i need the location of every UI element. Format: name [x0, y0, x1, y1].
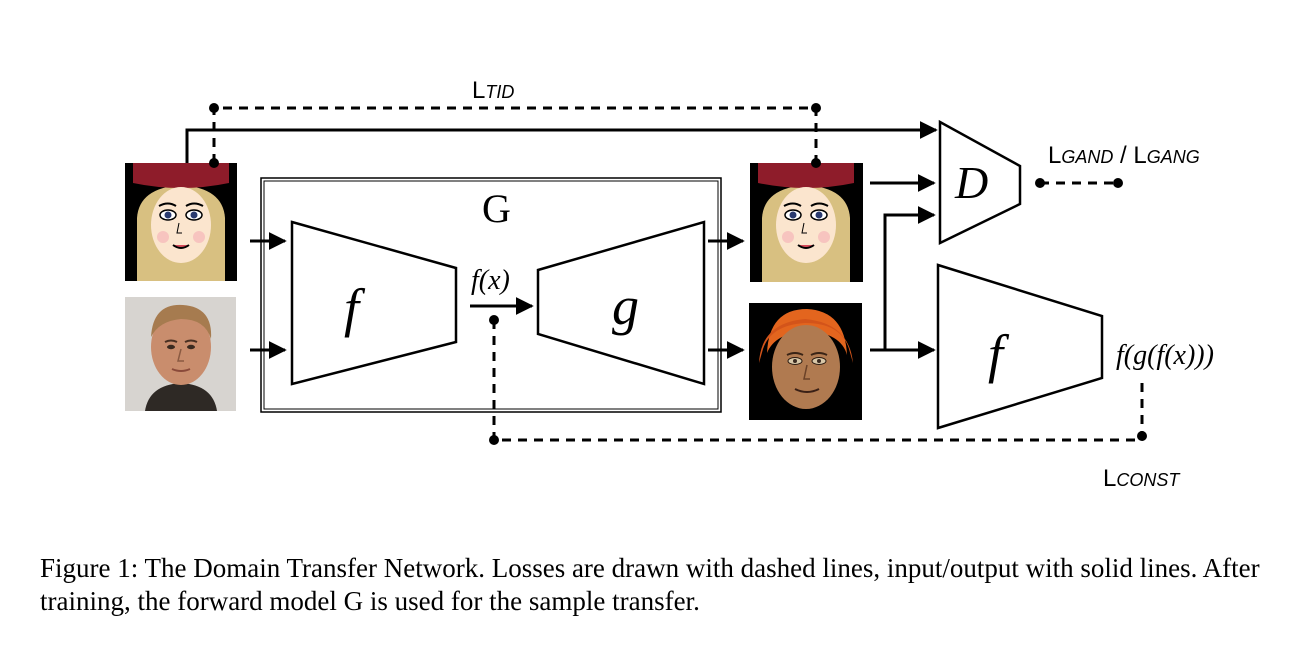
dot-tid-output — [811, 158, 821, 168]
dot-tid-right — [811, 103, 821, 113]
fgfx-label: f(g(f(x))) — [1116, 340, 1214, 371]
output-emoji-man-image — [749, 303, 862, 420]
encoder-f2-block — [936, 263, 1104, 430]
fx-label: f(x) — [471, 265, 510, 296]
dot-gan-left — [1035, 178, 1045, 188]
figure-caption: Figure 1: The Domain Transfer Network. L… — [40, 553, 1260, 616]
domain-transfer-network-diagram: LTID LGAND / LGANG LCONST G f g D f f(x)… — [125, 77, 1214, 492]
solid-line-input-to-discriminator — [185, 121, 938, 163]
generator-box-inner — [263, 180, 719, 410]
generator-box-outer — [260, 177, 722, 413]
dashed-line-tid-loss — [212, 106, 818, 163]
discriminator-d-block — [938, 119, 1022, 245]
decoder-label: g — [612, 276, 639, 336]
loss-gan-label: LGAND / LGANG — [1048, 142, 1200, 169]
loss-const-label: LCONST — [1103, 465, 1181, 492]
generator-label: G — [482, 186, 511, 231]
output-emoji-woman-image — [750, 163, 863, 282]
decoder-g-block — [536, 220, 706, 386]
dot-fx — [489, 315, 499, 325]
dot-const-bottom-left — [489, 435, 499, 445]
dot-const-bottom-right — [1137, 431, 1147, 441]
input-emoji-woman-image — [125, 163, 237, 281]
dot-gan-right — [1113, 178, 1123, 188]
dot-tid-left — [209, 103, 219, 113]
input-photo-man-image — [125, 297, 236, 411]
loss-tid-label: LTID — [472, 77, 514, 104]
discriminator-label: D — [954, 157, 988, 208]
arrow-transfer-to-discriminator — [870, 206, 936, 352]
encoder-f-block — [290, 220, 458, 386]
dot-tid-input — [209, 158, 219, 168]
